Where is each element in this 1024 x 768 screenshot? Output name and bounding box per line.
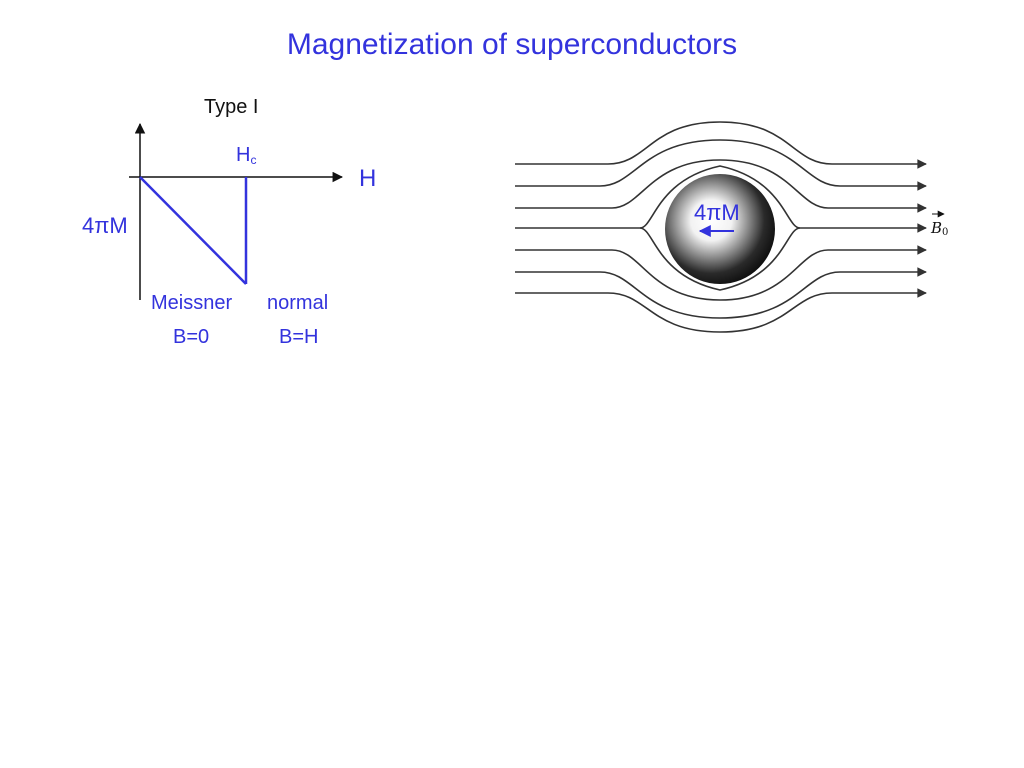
x-axis-label: H <box>359 165 377 192</box>
field-line <box>515 245 927 301</box>
field-line <box>515 267 927 319</box>
normal-field-label: B=H <box>279 326 319 348</box>
critical-field-subscript: c <box>250 153 257 167</box>
slide-title: Magnetization of superconductors <box>286 28 738 61</box>
meissner-state-label: Meissner <box>151 292 233 314</box>
field-line <box>515 139 927 191</box>
field-line <box>515 165 927 233</box>
field-line <box>515 159 927 213</box>
superconducting-sphere <box>665 174 775 284</box>
applied-field-symbol: B <box>931 219 943 237</box>
applied-field-label: B0 <box>931 221 948 238</box>
applied-field-subscript: 0 <box>942 227 949 238</box>
field-line <box>515 288 927 333</box>
normal-state-label: normal <box>267 292 329 314</box>
critical-field-symbol: H <box>236 144 251 166</box>
sphere-magnetization-label: 4πM <box>694 200 740 225</box>
critical-field-label: Hc <box>236 145 256 166</box>
field-line <box>639 227 801 291</box>
meissner-slope-line <box>139 176 247 285</box>
field-line <box>515 121 927 169</box>
type-i-label: Type I <box>204 96 259 118</box>
field-line-diagram <box>515 121 927 333</box>
magnetization-plot <box>129 122 344 300</box>
meissner-field-label: B=0 <box>173 326 210 348</box>
y-axis-label: 4πM <box>82 213 128 238</box>
